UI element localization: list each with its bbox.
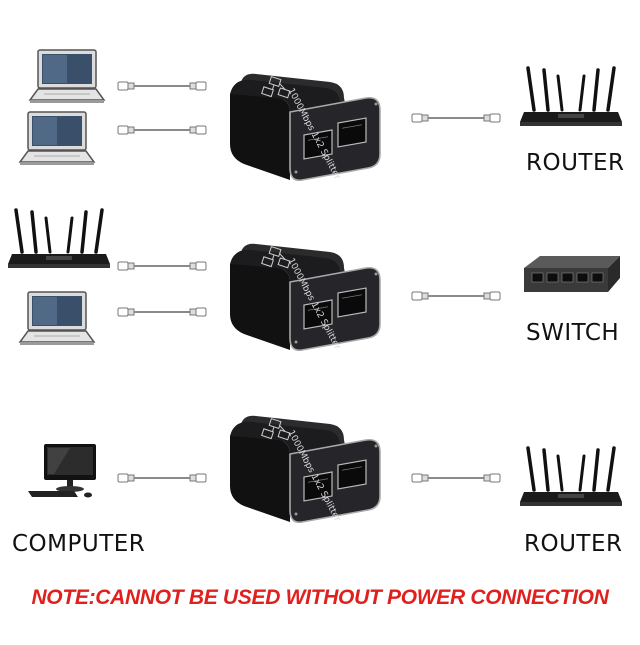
router-label: ROUTER: [526, 150, 625, 176]
router-label: ROUTER: [524, 531, 623, 557]
router-icon: [518, 66, 624, 128]
scenario-1: 1000Mbps 1x2 Splitter: [19, 49, 624, 182]
ethernet-cable-icon: [117, 307, 207, 317]
switch-icon: [523, 255, 621, 293]
laptop-icon: [19, 291, 95, 346]
scenario-2: 1000Mbps 1x2 Splitter: [6, 208, 621, 352]
laptop-icon: [19, 111, 95, 166]
scenario-3: 1000Mbps 1x2 Splitter: [28, 414, 624, 524]
router-icon: [6, 208, 112, 270]
laptop-icon: [29, 49, 105, 104]
ethernet-cable-icon: [117, 125, 207, 135]
router-icon: [518, 446, 624, 508]
ethernet-cable-icon: [411, 473, 501, 483]
switch-label: SWITCH: [526, 320, 620, 346]
ethernet-cable-icon: [411, 113, 501, 123]
ethernet-cable-icon: [411, 291, 501, 301]
computer-label: COMPUTER: [12, 531, 146, 557]
ethernet-cable-icon: [117, 261, 207, 271]
power-warning-note: NOTE:CANNOT BE USED WITHOUT POWER CONNEC…: [31, 586, 609, 609]
computer-icon: [28, 444, 96, 498]
ethernet-cable-icon: [117, 81, 207, 91]
ethernet-cable-icon: [117, 473, 207, 483]
